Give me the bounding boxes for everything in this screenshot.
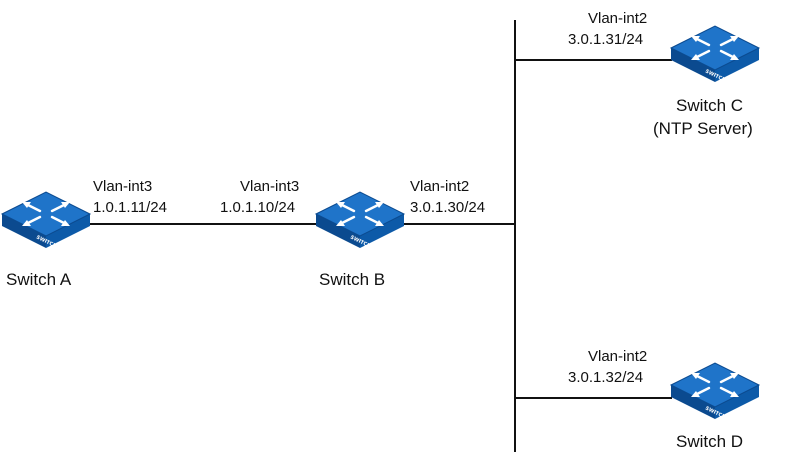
switch-d-ip: 3.0.1.32/24 xyxy=(568,369,644,386)
switch-a-icon: SWITCH xyxy=(0,190,92,250)
switch-b-icon: SWITCH xyxy=(314,190,406,250)
switch-a-vlan-name: Vlan-int3 xyxy=(93,178,153,195)
switch-b-vlan3-name: Vlan-int3 xyxy=(240,178,300,195)
switch-c-label: Switch C xyxy=(676,96,744,115)
switch-d-label: Switch D xyxy=(676,432,744,451)
switch-d-icon: SWITCH xyxy=(669,361,761,421)
switch-b-vlan2-ip: 3.0.1.30/24 xyxy=(410,199,486,216)
switch-b-vlan3-ip: 1.0.1.10/24 xyxy=(220,199,296,216)
switch-c-ip: 3.0.1.31/24 xyxy=(568,31,644,48)
switch-b-vlan2-name: Vlan-int2 xyxy=(410,178,470,195)
switch-c-role: (NTP Server) xyxy=(653,119,753,138)
switch-a-label: Switch A xyxy=(6,270,72,289)
switch-c-vlan-name: Vlan-int2 xyxy=(588,10,648,27)
switch-b-label: Switch B xyxy=(319,270,386,289)
switch-d-vlan-name: Vlan-int2 xyxy=(588,348,648,365)
switch-c-icon: SWITCH xyxy=(669,24,761,84)
switch-a-ip: 1.0.1.11/24 xyxy=(93,199,167,216)
